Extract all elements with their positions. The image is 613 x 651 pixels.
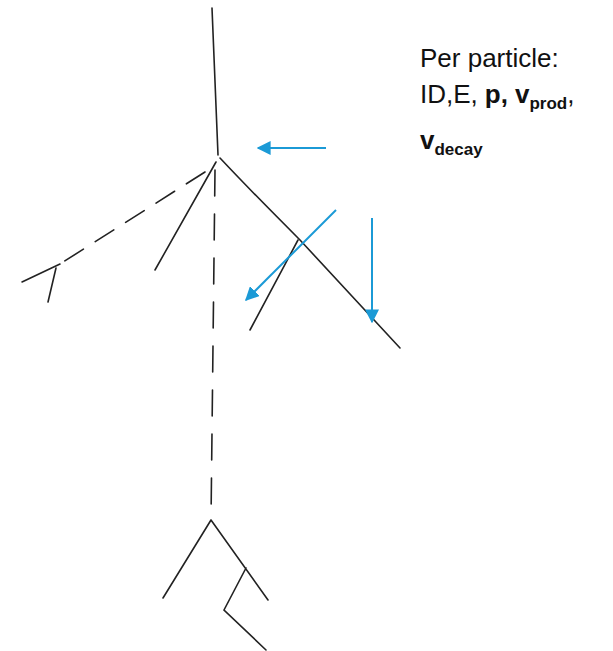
charged-track <box>250 240 298 330</box>
decay-fork <box>22 264 60 302</box>
subscript-label: decay <box>434 140 482 159</box>
annotation: Per particle:ID,E,p,vprod,vdecay <box>420 40 610 168</box>
annotation-line: ID,E,p,vprod, <box>420 76 610 122</box>
annotation-line: vdecay <box>420 122 610 168</box>
decay-fork <box>163 520 268 650</box>
annotation-label: ID,E, <box>420 79 478 109</box>
pointer-arrow <box>371 218 373 322</box>
annotation-line: Per particle: <box>420 40 610 76</box>
tree-lines <box>22 8 400 650</box>
charged-track <box>220 158 400 348</box>
pointer-arrow <box>246 210 336 300</box>
neutral-track <box>211 170 215 520</box>
annotation-label: v <box>420 125 434 155</box>
subscript-label: prod <box>529 94 567 113</box>
annotation-label: p, <box>485 79 508 109</box>
charged-track <box>155 162 216 270</box>
pointer-arrows <box>246 148 372 322</box>
annotation-label: Per particle: <box>420 43 559 73</box>
neutral-track <box>60 172 205 264</box>
annotation-label: , <box>567 79 574 109</box>
pointer-arrow <box>258 147 326 149</box>
incoming-track <box>212 8 218 155</box>
annotation-label: v <box>515 79 529 109</box>
